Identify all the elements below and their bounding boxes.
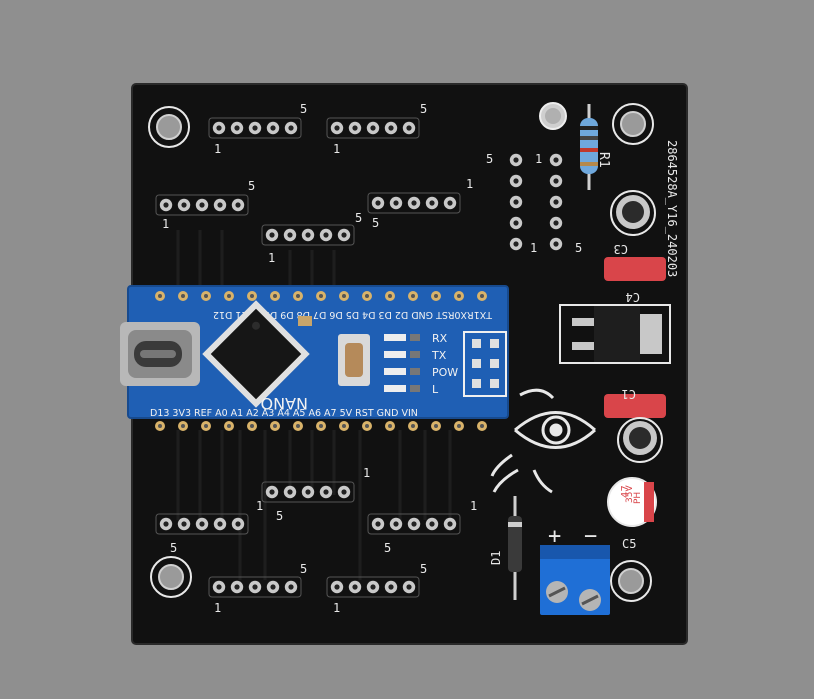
svg-text:5: 5 xyxy=(248,179,255,193)
led-label-tx: TX xyxy=(431,349,447,362)
usb-c-connector xyxy=(120,322,200,386)
header-row xyxy=(155,513,249,535)
svg-text:1: 1 xyxy=(333,601,340,615)
capacitor-c5 xyxy=(607,477,657,527)
c3-label: C3 xyxy=(614,242,628,256)
nano-top-pin-labels: TX1RX0RST GND D2 D3 D4 D5 D6 D7 D8 D9 D1… xyxy=(213,309,493,320)
header-row xyxy=(367,192,461,214)
svg-text:5: 5 xyxy=(355,211,362,225)
led-label-l: L xyxy=(432,383,439,396)
nano-small-component xyxy=(298,316,312,326)
eye-logo xyxy=(490,388,597,494)
svg-text:5: 5 xyxy=(276,509,283,523)
svg-text:1: 1 xyxy=(466,177,473,191)
header-row xyxy=(155,194,249,216)
header-row xyxy=(326,117,420,139)
svg-text:1: 1 xyxy=(214,601,221,615)
svg-text:1: 1 xyxy=(535,152,542,166)
header-row xyxy=(326,576,420,598)
svg-text:1: 1 xyxy=(162,217,169,231)
atmega-chip xyxy=(202,300,310,408)
board-serial: 2864528A_Y16_240203 xyxy=(665,140,679,277)
d1-label: D1 xyxy=(489,551,503,565)
resistor-r1 xyxy=(580,104,598,190)
led-label-pow: POW xyxy=(432,366,458,379)
svg-text:5: 5 xyxy=(420,562,427,576)
header-row xyxy=(208,576,302,598)
led-label-rx: RX xyxy=(432,332,448,345)
header-markers: 1 5 1 5 1 5 1 5 5 1 1 5 1 5 1 5 1 5 1 5 … xyxy=(162,102,582,615)
svg-text:1: 1 xyxy=(256,499,263,513)
svg-text:5: 5 xyxy=(486,152,493,166)
svg-text:1: 1 xyxy=(214,142,221,156)
nano-bottom-pin-row xyxy=(155,421,487,431)
c4-label: C4 xyxy=(626,290,640,304)
capacitor-c4 xyxy=(604,257,666,281)
icsp-header xyxy=(463,331,507,397)
nano-leds xyxy=(384,334,420,392)
nano-name-label: NANO xyxy=(261,394,308,413)
header-row xyxy=(261,481,355,503)
svg-text:1: 1 xyxy=(363,466,370,480)
svg-text:1: 1 xyxy=(268,251,275,265)
c1-label: C1 xyxy=(622,387,636,401)
c5-value: 47 xyxy=(620,485,631,498)
nano-bottom-pin-labels: D13 3V3 REF A0 A1 A2 A3 A4 A5 A6 A7 5V R… xyxy=(150,408,418,419)
terminal-plus-label: + xyxy=(548,524,561,549)
svg-text:5: 5 xyxy=(420,102,427,116)
c5-voltage: 35V xyxy=(625,485,635,503)
reset-button[interactable] xyxy=(338,334,370,386)
led-component xyxy=(539,102,567,130)
header-row xyxy=(367,513,461,535)
voltage-regulator xyxy=(559,304,671,364)
svg-text:5: 5 xyxy=(384,541,391,555)
screw-terminal xyxy=(540,545,610,615)
capacitor-c1 xyxy=(604,394,666,418)
svg-text:5: 5 xyxy=(575,241,582,255)
svg-text:5: 5 xyxy=(300,562,307,576)
c5-unit: PH xyxy=(633,492,643,504)
header-row xyxy=(261,224,355,246)
svg-text:5: 5 xyxy=(300,102,307,116)
svg-text:5: 5 xyxy=(372,216,379,230)
svg-text:1: 1 xyxy=(333,142,340,156)
diode-d1 xyxy=(508,496,522,600)
c5-label: C5 xyxy=(622,537,636,551)
header-rows xyxy=(155,117,461,598)
capacitor-c2 xyxy=(617,417,663,463)
r1-label: R1 xyxy=(596,152,611,168)
arduino-nano-module: TX1RX0RST GND D2 D3 D4 D5 D6 D7 D8 D9 D1… xyxy=(120,285,509,431)
header-row xyxy=(208,117,302,139)
nano-top-pin-row xyxy=(155,291,487,301)
capacitor-c3 xyxy=(610,190,656,236)
svg-text:1: 1 xyxy=(470,499,477,513)
svg-text:1: 1 xyxy=(530,241,537,255)
svg-text:5: 5 xyxy=(170,541,177,555)
terminal-minus-label: − xyxy=(584,524,597,549)
